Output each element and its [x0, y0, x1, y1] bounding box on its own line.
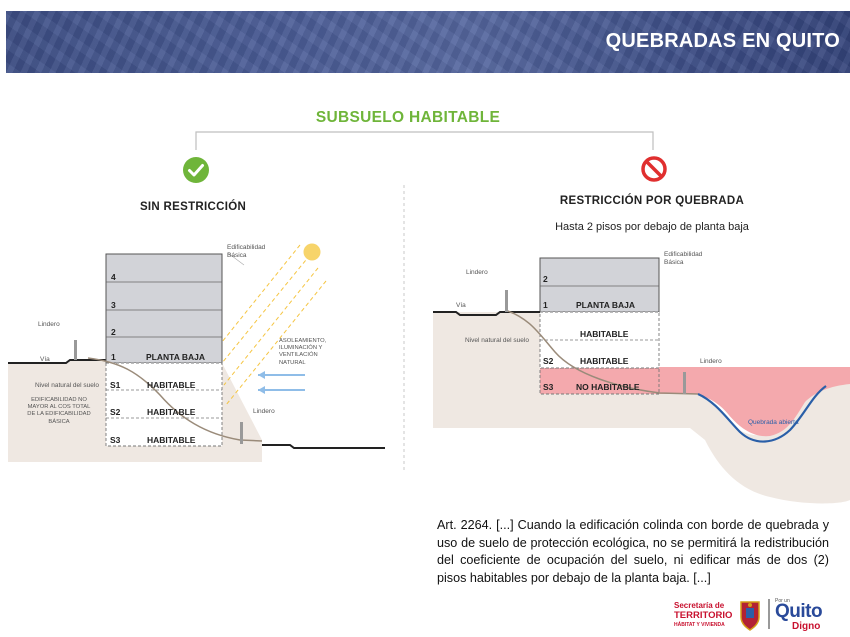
left-floor-s2: S2	[110, 407, 121, 417]
digno-logo-text: Digno	[792, 621, 821, 632]
footer-logos: Secretaría de TERRITORIO HÁBITAT Y VIVIE…	[672, 597, 842, 633]
right-habitable-s2: HABITABLE	[580, 356, 629, 366]
left-column-title: SIN RESTRICCIÓN	[139, 201, 247, 213]
main-title: SUBSUELO HABITABLE	[315, 109, 501, 126]
secretaria-line2: TERRITORIO	[674, 610, 733, 621]
right-quebrada-line	[697, 385, 827, 443]
right-ground	[433, 312, 850, 504]
right-column-title: RESTRICCIÓN POR QUEBRADA	[559, 195, 745, 207]
left-natural-ground-line	[87, 357, 263, 442]
left-lindero-label: Lindero	[38, 321, 60, 328]
logo-divider	[768, 599, 770, 629]
header-banner: QUEBRADAS EN QUITO	[6, 11, 850, 73]
right-nivel-natural-label: Nivel natural del suelo	[465, 337, 529, 344]
banner-texture	[6, 11, 850, 73]
secretaria-line1: Secretaría de	[674, 601, 725, 610]
left-edificabilidad-note: EDIFICABILIDAD NO MAYOR AL COS TOTAL DE …	[27, 397, 91, 425]
left-habitable-s3: HABITABLE	[147, 435, 196, 445]
right-red-zone	[659, 367, 850, 437]
left-habitable-s2: HABITABLE	[147, 407, 196, 417]
left-nivel-natural-label: Nivel natural del suelo	[35, 382, 99, 389]
right-via-label: Vía	[456, 302, 466, 309]
right-planta-baja: PLANTA BAJA	[576, 300, 636, 310]
sun-icon	[303, 243, 321, 261]
right-building	[539, 257, 660, 313]
right-column-subtitle: Hasta 2 pisos por debajo de planta baja	[555, 221, 749, 233]
left-basements	[105, 362, 223, 447]
right-edificabilidad-label: Edificabilidad Básica	[664, 251, 703, 266]
left-floor-s3: S3	[110, 435, 121, 445]
quito-logo-text: Quito	[775, 601, 823, 622]
left-habitable-s1: HABITABLE	[147, 380, 196, 390]
left-edificabilidad-label: Edificabilidad Básica	[227, 244, 266, 259]
quito-small: Por un	[775, 598, 790, 604]
right-floor-s3: S3	[543, 382, 554, 392]
right-lindero-label-2: Lindero	[700, 358, 722, 365]
left-floor-4: 4	[111, 272, 116, 282]
right-floor-2: 2	[543, 274, 548, 284]
article-text: Art. 2264. [...] Cuando la edificación c…	[437, 518, 829, 585]
left-floor-1: 1	[111, 352, 116, 362]
left-floor-2: 2	[111, 327, 116, 337]
right-lindero-label: Lindero	[466, 269, 488, 276]
right-habitable-s1: HABITABLE	[580, 329, 629, 339]
banner-title: QUEBRADAS EN QUITO	[605, 30, 840, 52]
secretaria-line3: HÁBITAT Y VIVIENDA	[674, 622, 725, 628]
left-via-label: Vía	[40, 356, 50, 363]
no-entry-icon	[641, 156, 667, 182]
right-quebrada-label: Quebrada abierta	[748, 419, 799, 426]
left-building	[105, 253, 223, 364]
left-floor-s1: S1	[110, 380, 121, 390]
left-ground	[8, 360, 262, 462]
right-floor-1: 1	[543, 300, 548, 310]
left-floor-3: 3	[111, 300, 116, 310]
right-basements	[539, 311, 660, 369]
left-asoleamiento-label: ASOLEAMIENTO, ILUMINACIÓN Y VENTILACIÓN …	[279, 338, 327, 366]
left-planta-baja: PLANTA BAJA	[146, 352, 206, 362]
coat-of-arms-icon	[740, 601, 760, 631]
right-no-habitable: NO HABITABLE	[576, 382, 640, 392]
left-lindero-label-2: Lindero	[253, 408, 275, 415]
check-circle-icon	[183, 157, 209, 183]
right-natural-ground-line	[504, 309, 699, 395]
right-floor-s2: S2	[543, 356, 554, 366]
